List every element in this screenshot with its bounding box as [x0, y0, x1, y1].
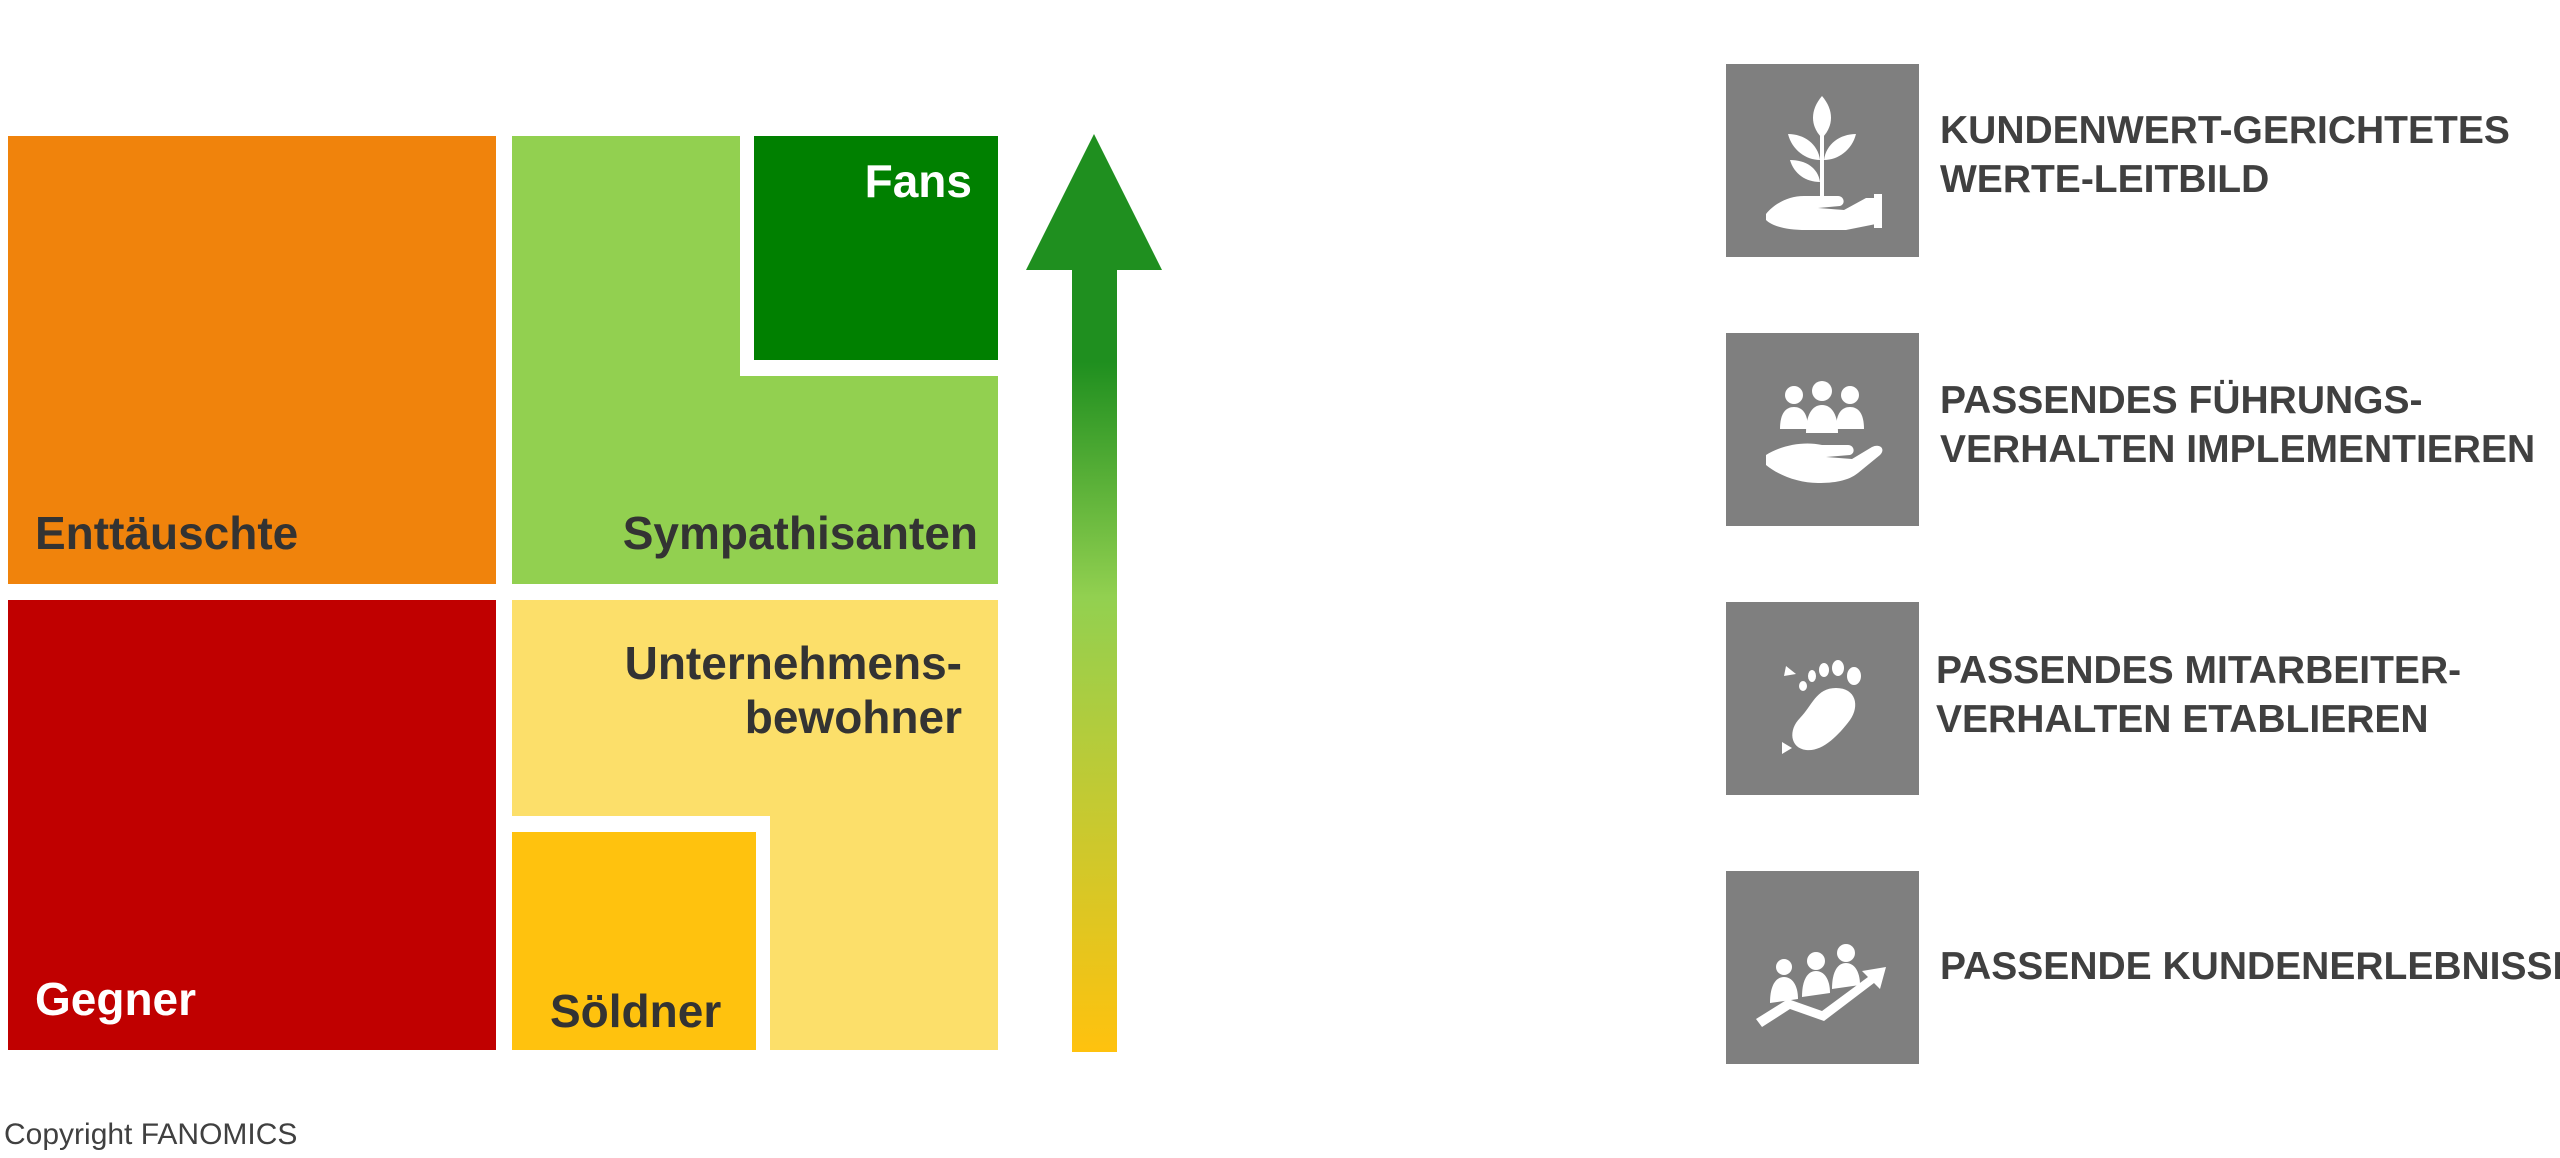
- label-gegner: Gegner: [35, 973, 197, 1025]
- upward-gradient-arrow: [1026, 134, 1162, 1052]
- arrow-shaft: [1072, 268, 1117, 1052]
- action-4-line1: PASSENDE KUNDENERLEBNISSE: [1940, 945, 2560, 988]
- label-unternehmensbewohner-line2: bewohner: [744, 691, 962, 744]
- action-3-line2: VERHALTEN ETABLIEREN: [1936, 698, 2429, 741]
- action-text-4: PASSENDE KUNDENERLEBNISSE: [1940, 942, 2560, 991]
- people-hand-icon: [1766, 381, 1883, 483]
- segment-fans: Fans: [754, 136, 998, 360]
- action-2-line2: VERHALTEN IMPLEMENTIEREN: [1940, 428, 2536, 471]
- plant-hand-icon: [1766, 96, 1882, 230]
- action-2-line1: PASSENDES FÜHRUNGS-: [1940, 379, 2423, 422]
- label-fans: Fans: [864, 155, 972, 207]
- label-enttaeuschte: Enttäuschte: [35, 507, 299, 559]
- action-text-3: PASSENDES MITARBEITER- VERHALTEN ETABLIE…: [1936, 646, 2461, 744]
- label-unternehmensbewohner-line1: Unternehmens-: [624, 637, 962, 689]
- segment-enttaeuschte: Enttäuschte: [8, 136, 496, 584]
- action-icon-box-2: [1726, 333, 1919, 526]
- label-sympathisanten: Sympathisanten: [622, 507, 978, 559]
- footprint-icon: [1782, 660, 1861, 754]
- copyright-notice: Copyright FANOMICS: [4, 1118, 298, 1151]
- action-icon-box-3: [1726, 602, 1919, 795]
- label-soeldner: Söldner: [550, 985, 722, 1037]
- segment-soeldner: Söldner: [512, 832, 756, 1050]
- arrow-head: [1026, 134, 1162, 270]
- action-1-line2: WERTE-LEITBILD: [1940, 158, 2270, 201]
- action-icon-box-1: [1726, 64, 1919, 257]
- label-unternehmensbewohner: Unternehmens- bewohner: [625, 636, 962, 745]
- action-1-line1: KUNDENWERT-GERICHTETES: [1940, 109, 2510, 152]
- action-3-line1: PASSENDES MITARBEITER-: [1936, 649, 2462, 692]
- action-text-1: KUNDENWERT-GERICHTETES WERTE-LEITBILD: [1940, 106, 2510, 204]
- action-text-2: PASSENDES FÜHRUNGS- VERHALTEN IMPLEMENTI…: [1940, 376, 2535, 474]
- growth-people-icon: [1756, 944, 1886, 1027]
- action-icon-box-4: [1726, 871, 1919, 1064]
- segment-gegner: Gegner: [8, 600, 496, 1050]
